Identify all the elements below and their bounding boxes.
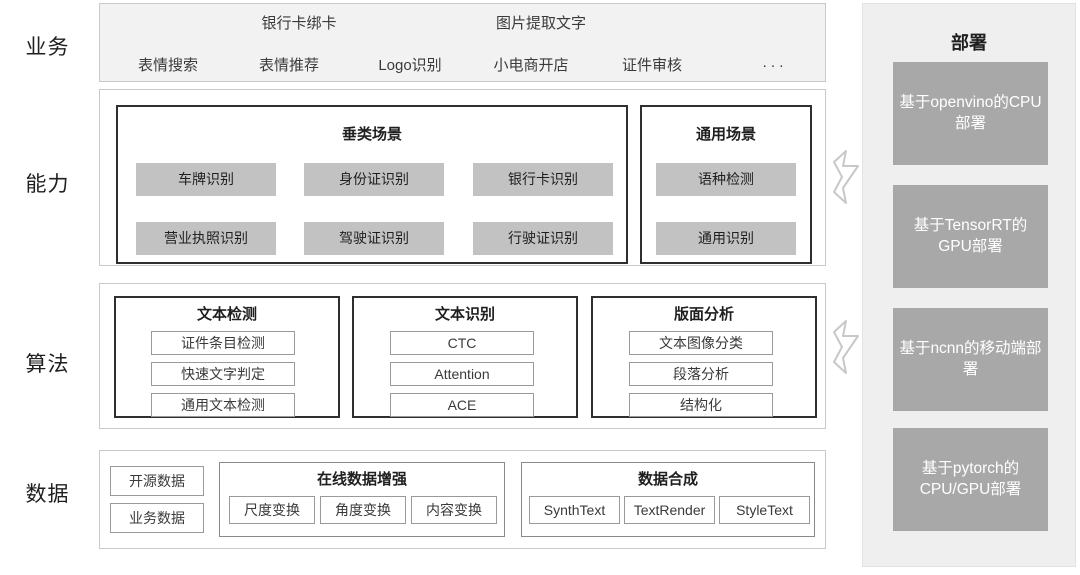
data-synthesis-item-2[interactable]: StyleText: [719, 496, 810, 524]
algorithm-detection-item-1[interactable]: 快速文字判定: [151, 362, 295, 386]
business-item-4[interactable]: 证件审核: [621, 57, 682, 74]
algorithm-group-recognition: [352, 296, 578, 418]
data-group-synthesis-title: 数据合成: [637, 471, 698, 488]
row-label-algorithm: 算法: [25, 353, 70, 376]
data-synthesis-item-1[interactable]: TextRender: [624, 496, 715, 524]
capability-chip-5[interactable]: 行驶证识别: [473, 222, 613, 255]
business-panel: [99, 3, 826, 82]
algorithm-recognition-item-1[interactable]: Attention: [390, 362, 534, 386]
deployment-card-2[interactable]: 基于ncnn的移动端部署: [893, 308, 1048, 411]
capability-chip-0[interactable]: 车牌识别: [136, 163, 276, 196]
algorithm-detection-item-0[interactable]: 证件条目检测: [151, 331, 295, 355]
capability-chip-3[interactable]: 营业执照识别: [136, 222, 276, 255]
deployment-card-0[interactable]: 基于openvino的CPU部署: [893, 62, 1048, 165]
row-label-data: 数据: [25, 483, 70, 506]
data-augment-item-0[interactable]: 尺度变换: [229, 496, 315, 524]
arrow-right-icon-algorithm: [830, 316, 864, 378]
deployment-card-1[interactable]: 基于TensorRT的GPU部署: [893, 185, 1048, 288]
algorithm-layout-item-0[interactable]: 文本图像分类: [629, 331, 773, 355]
capability-group-general-title: 通用场景: [695, 126, 756, 143]
data-augment-item-1[interactable]: 角度变换: [320, 496, 406, 524]
business-item-1[interactable]: 表情推荐: [258, 57, 319, 74]
data-source-1[interactable]: 业务数据: [110, 503, 204, 533]
capability-chip-6[interactable]: 语种检测: [656, 163, 796, 196]
arrow-right-icon-capability: [830, 146, 864, 208]
capability-chip-7[interactable]: 通用识别: [656, 222, 796, 255]
algorithm-layout-item-1[interactable]: 段落分析: [629, 362, 773, 386]
capability-chip-4[interactable]: 驾驶证识别: [304, 222, 444, 255]
algorithm-layout-item-2[interactable]: 结构化: [629, 393, 773, 417]
algorithm-detection-item-2[interactable]: 通用文本检测: [151, 393, 295, 417]
business-item-3[interactable]: 小电商开店: [493, 57, 569, 74]
algorithm-group-detection-title: 文本检测: [196, 306, 257, 323]
business-top-item-0[interactable]: 银行卡绑卡: [261, 15, 337, 32]
algorithm-recognition-item-2[interactable]: ACE: [390, 393, 534, 417]
business-item-0[interactable]: 表情搜索: [137, 57, 198, 74]
business-item-ellipsis: . . .: [762, 54, 784, 71]
capability-chip-2[interactable]: 银行卡识别: [473, 163, 613, 196]
capability-group-vertical-title: 垂类场景: [341, 126, 402, 143]
data-augment-item-2[interactable]: 内容变换: [411, 496, 497, 524]
row-label-capability: 能力: [25, 173, 70, 196]
business-top-item-1[interactable]: 图片提取文字: [495, 15, 586, 32]
capability-chip-1[interactable]: 身份证识别: [304, 163, 444, 196]
deployment-card-3[interactable]: 基于pytorch的CPU/GPU部署: [893, 428, 1048, 531]
data-synthesis-item-0[interactable]: SynthText: [529, 496, 620, 524]
deployment-title: 部署: [951, 33, 987, 53]
business-item-2[interactable]: Logo识别: [378, 57, 442, 74]
data-group-augment-title: 在线数据增强: [316, 471, 407, 488]
row-label-business: 业务: [25, 36, 70, 59]
algorithm-recognition-item-0[interactable]: CTC: [390, 331, 534, 355]
algorithm-group-recognition-title: 文本识别: [434, 306, 495, 323]
data-source-0[interactable]: 开源数据: [110, 466, 204, 496]
algorithm-group-layout-title: 版面分析: [673, 306, 734, 323]
